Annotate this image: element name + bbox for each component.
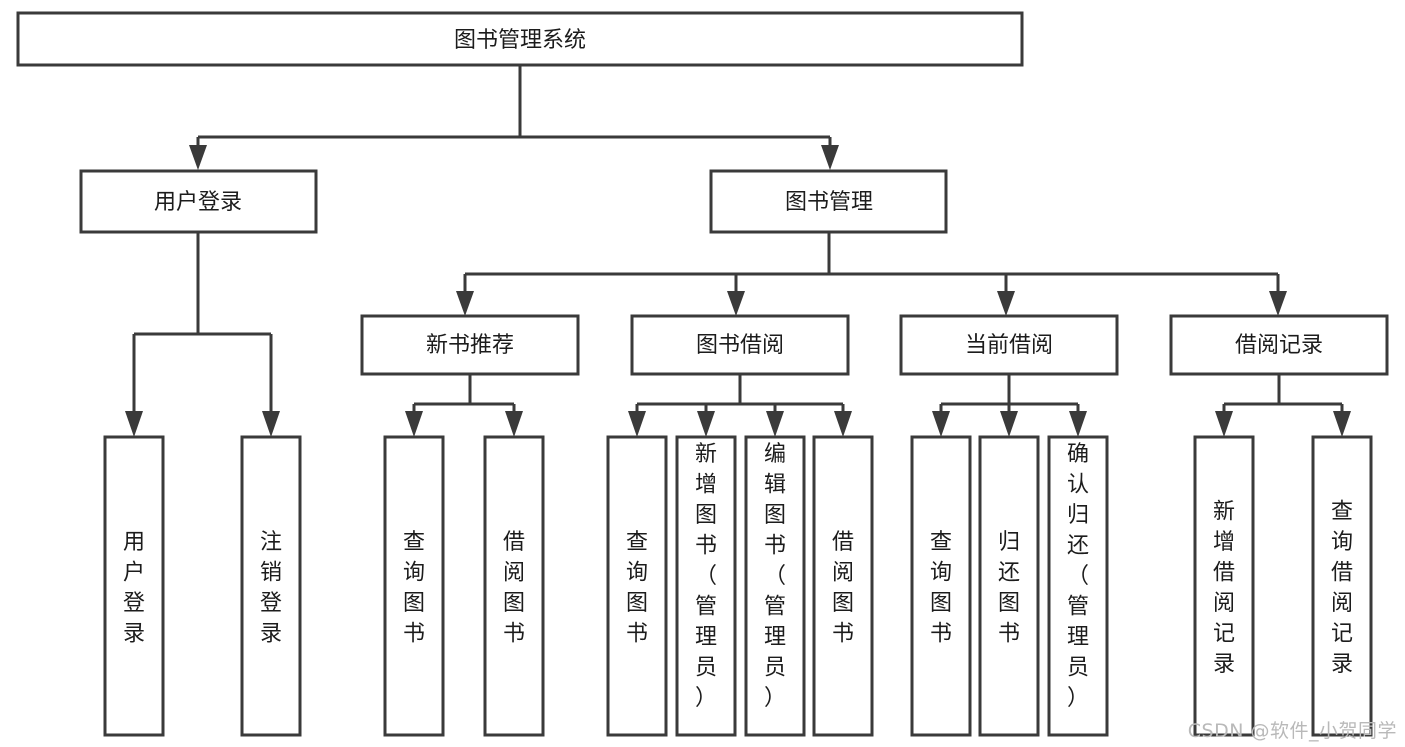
node-new-book-rec[interactable]: 新书推荐 <box>360 314 580 376</box>
node-book-manage[interactable]: 图书管理 <box>709 169 948 234</box>
node-leaf-edit-book-box[interactable] <box>744 435 806 737</box>
node-leaf-confirm-return-box[interactable] <box>1047 435 1109 737</box>
arrowhead-book-manage <box>821 145 839 170</box>
node-leaf-query-book-2-box[interactable] <box>606 435 668 737</box>
node-borrow-record-label: 借阅记录 <box>1235 333 1323 358</box>
arrowhead-book-borrow <box>727 291 745 316</box>
node-leaf-user-login-label: 用户登录 <box>123 530 145 647</box>
node-leaf-edit-book[interactable]: 编辑图书（管理员） <box>744 435 806 737</box>
node-leaf-logout-label: 注销登录 <box>260 530 282 647</box>
node-leaf-query-book-2-label: 查询图书 <box>626 530 648 647</box>
arrowhead-leaf-add-book <box>697 411 715 437</box>
arrowhead-user-login <box>189 145 207 170</box>
node-borrow-record[interactable]: 借阅记录 <box>1169 314 1389 376</box>
node-leaf-query-book-1[interactable]: 查询图书 <box>383 435 445 737</box>
node-leaf-query-book-3-label: 查询图书 <box>930 530 952 647</box>
node-leaf-borrow-book-2-label: 借阅图书 <box>832 530 854 647</box>
arrowhead-leaf-logout <box>262 411 280 437</box>
node-leaf-user-login[interactable]: 用户登录 <box>103 435 165 737</box>
arrowhead-new-book-rec <box>456 291 474 316</box>
node-leaf-borrow-book-2[interactable]: 借阅图书 <box>812 435 874 737</box>
arrowhead-leaf-borrow-book-2 <box>834 411 852 437</box>
node-borrow-record-box[interactable] <box>1169 314 1389 376</box>
node-current-borrow-box[interactable] <box>899 314 1119 376</box>
arrowhead-leaf-query-book-3 <box>932 411 950 437</box>
node-leaf-borrow-book-2-box[interactable] <box>812 435 874 737</box>
node-leaf-confirm-return[interactable]: 确认归还（管理员） <box>1047 435 1109 737</box>
node-leaf-query-book-1-label: 查询图书 <box>403 530 425 647</box>
node-book-borrow-box[interactable] <box>630 314 850 376</box>
arrowhead-layer <box>125 145 1351 437</box>
node-root[interactable]: 图书管理系统 <box>16 11 1024 67</box>
node-user-login-box[interactable] <box>79 169 318 234</box>
node-leaf-query-record-box[interactable] <box>1311 435 1373 737</box>
node-leaf-add-record[interactable]: 新增借阅记录 <box>1193 435 1255 737</box>
node-new-book-rec-box[interactable] <box>360 314 580 376</box>
arrowhead-current-borrow <box>997 291 1015 316</box>
node-leaf-query-record-label: 查询借阅记录 <box>1331 500 1353 678</box>
node-leaf-borrow-book-1-label: 借阅图书 <box>503 530 525 647</box>
node-leaf-return-book-box[interactable] <box>978 435 1040 737</box>
node-leaf-add-book-label: 新增图书（管理员） <box>695 442 717 711</box>
node-book-borrow-label: 图书借阅 <box>696 333 784 358</box>
arrowhead-leaf-query-book-2 <box>628 411 646 437</box>
node-user-login-label: 用户登录 <box>154 190 242 215</box>
node-book-manage-box[interactable] <box>709 169 948 234</box>
node-leaf-borrow-book-1-box[interactable] <box>483 435 545 737</box>
node-current-borrow[interactable]: 当前借阅 <box>899 314 1119 376</box>
node-leaf-logout-box[interactable] <box>240 435 302 737</box>
node-leaf-add-book-box[interactable] <box>675 435 737 737</box>
arrowhead-leaf-borrow-book-1 <box>505 411 523 437</box>
node-leaf-confirm-return-label: 确认归还（管理员） <box>1067 442 1089 711</box>
arrowhead-leaf-confirm-return <box>1069 411 1087 437</box>
node-current-borrow-label: 当前借阅 <box>965 333 1053 358</box>
node-leaf-add-record-box[interactable] <box>1193 435 1255 737</box>
node-leaf-edit-book-label: 编辑图书（管理员） <box>764 442 786 711</box>
node-leaf-query-book-3-box[interactable] <box>910 435 972 737</box>
node-root-box[interactable] <box>16 11 1024 67</box>
node-user-login[interactable]: 用户登录 <box>79 169 318 234</box>
node-leaf-return-book-label: 归还图书 <box>998 530 1020 647</box>
node-new-book-rec-label: 新书推荐 <box>426 333 514 358</box>
arrowhead-borrow-record <box>1269 291 1287 316</box>
node-leaf-query-record[interactable]: 查询借阅记录 <box>1311 435 1373 737</box>
node-leaf-user-login-box[interactable] <box>103 435 165 737</box>
arrowhead-leaf-query-record <box>1333 411 1351 437</box>
node-book-manage-label: 图书管理 <box>785 190 873 215</box>
node-leaf-query-book-2[interactable]: 查询图书 <box>606 435 668 737</box>
node-root-label: 图书管理系统 <box>454 28 586 53</box>
node-leaf-query-book-3[interactable]: 查询图书 <box>910 435 972 737</box>
node-leaf-logout[interactable]: 注销登录 <box>240 435 302 737</box>
arrowhead-leaf-edit-book <box>766 411 784 437</box>
arrowhead-leaf-user-login <box>125 411 143 437</box>
node-leaf-borrow-book-1[interactable]: 借阅图书 <box>483 435 545 737</box>
node-book-borrow[interactable]: 图书借阅 <box>630 314 850 376</box>
node-leaf-query-book-1-box[interactable] <box>383 435 445 737</box>
arrowhead-leaf-query-book-1 <box>405 411 423 437</box>
node-leaf-add-book[interactable]: 新增图书（管理员） <box>675 435 737 737</box>
node-leaf-return-book[interactable]: 归还图书 <box>978 435 1040 737</box>
arrowhead-leaf-return-book <box>1000 411 1018 437</box>
node-leaf-add-record-label: 新增借阅记录 <box>1213 500 1235 678</box>
arrowhead-leaf-add-record <box>1215 411 1233 437</box>
